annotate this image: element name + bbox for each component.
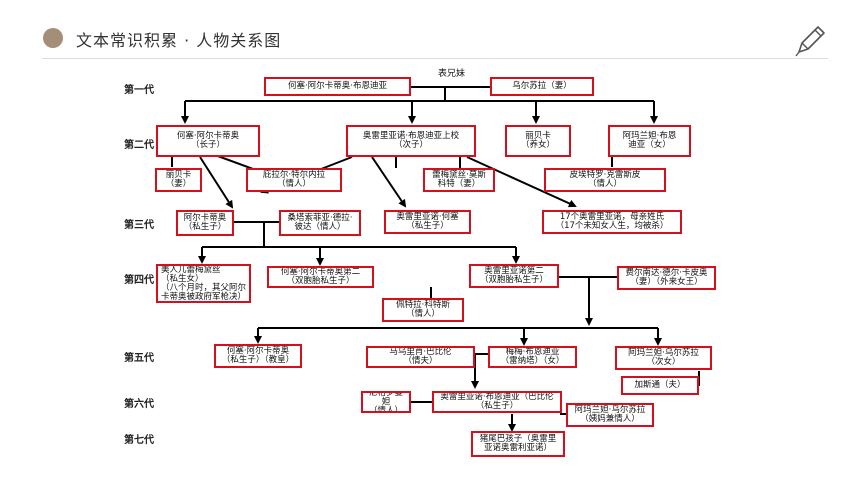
generation-label: 第五代 <box>124 353 154 364</box>
person-node: 美人儿蕾梅黛丝 （私生女） （八个月时，其父阿尔 卡蒂奥被政府军枪决） <box>156 264 251 303</box>
bullet-dot-icon <box>43 28 63 48</box>
person-node: 梅梅·布恩迪亚 （雷纳塔）（女） <box>488 346 577 368</box>
generation-label: 第二代 <box>124 140 154 151</box>
person-node: 何塞·阿尔卡蒂奥·布恩迪亚 <box>264 77 411 96</box>
person-node: 阿玛兰妲·乌尔苏拉 （姨妈兼情人） <box>566 403 654 427</box>
pencil-icon <box>795 26 825 57</box>
person-node: 何塞·阿尔卡蒂奥第二 （双胞胎私生子） <box>267 266 374 288</box>
person-node: 阿玛兰妲·乌尔苏拉 （次女） <box>615 346 712 370</box>
person-node: 加斯通（夫） <box>621 376 699 395</box>
generation-label: 第三代 <box>124 220 154 231</box>
person-node: 尼格罗曼妲 （情人） <box>361 391 411 413</box>
person-node: 17个奥雷里亚诺，母亲姓氏 （17个未知女人生，均被杀） <box>542 210 682 234</box>
person-node: 何塞·阿尔卡蒂奥 （私生子）（教皇） <box>214 344 302 368</box>
person-node: 庇拉尔·特尔内拉 （情人） <box>246 168 342 192</box>
person-node: 蕾梅黛丝·莫斯 科特（妻） <box>423 168 495 192</box>
person-node: 丽贝卡 （养女） <box>505 125 571 157</box>
person-node: 马乌里肖·巴比伦 （情夫） <box>366 346 475 368</box>
person-node: 阿尔卡蒂奥 （私生子） <box>176 210 234 236</box>
person-node: 猪尾巴孩子（奥雷里 亚诺奥雷利亚诺） <box>471 431 565 457</box>
page-header: 文本常识积累 · 人物关系图 <box>0 0 860 62</box>
person-node: 奥雷里亚诺第二 （双胞胎私生子） <box>469 264 559 288</box>
person-node: 佩特拉·科特斯 （情人） <box>382 298 464 322</box>
generation-label: 第七代 <box>124 435 154 446</box>
person-node: 奥雷里亚诺·布恩迪亚上校 （次子） <box>346 125 476 157</box>
person-node: 桑塔索菲亚·德拉· 彼达（情人） <box>279 210 361 236</box>
generation-label: 第一代 <box>124 85 154 96</box>
person-node: 乌尔苏拉（妻） <box>490 77 594 96</box>
person-node: 奥雷里亚诺·何塞 （私生子） <box>384 210 471 234</box>
header-divider <box>42 58 828 59</box>
generation-label: 第四代 <box>124 275 154 286</box>
generation-label: 第六代 <box>124 399 154 410</box>
person-node: 何塞·阿尔卡蒂奥 （长子） <box>156 125 260 157</box>
person-node: 丽贝卡 （妻） <box>155 168 202 192</box>
person-node: 阿玛兰妲·布恩 迪亚（女） <box>608 125 691 157</box>
person-node: 费尔南达·德尔·卡皮奥 （妻）（外来女王） <box>617 266 716 290</box>
cousin-caption: 表兄妹 <box>438 69 466 79</box>
person-node: 奥雷里亚诺·布恩迪亚（巴比伦 （私生子） <box>432 391 562 413</box>
page-title: 文本常识积累 · 人物关系图 <box>76 31 282 50</box>
person-node: 皮埃特罗·克雷斯皮 （情人） <box>544 168 666 192</box>
